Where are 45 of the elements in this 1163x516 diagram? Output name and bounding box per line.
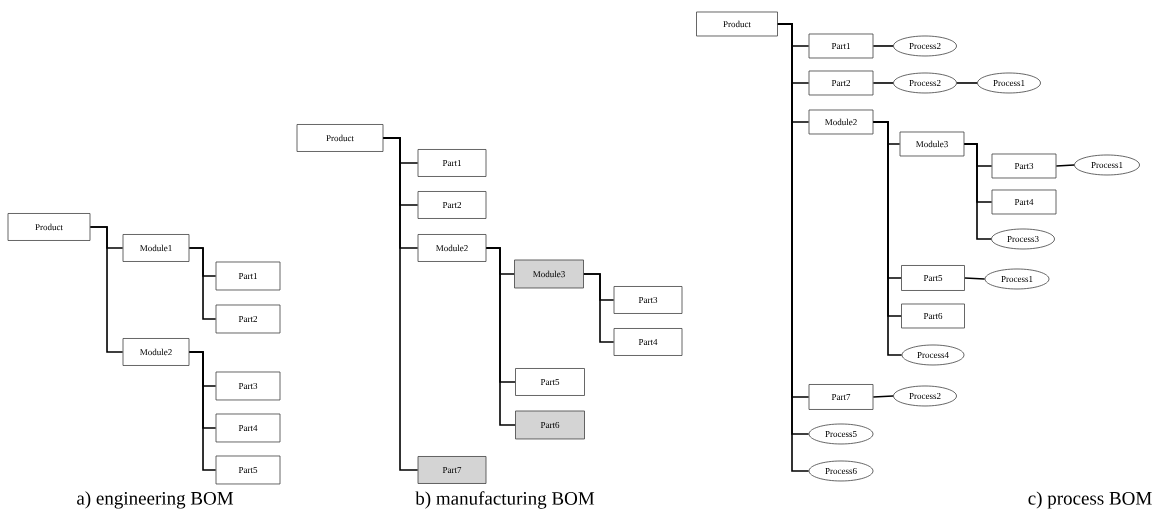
connector-line xyxy=(964,277,986,280)
connector-line xyxy=(89,226,124,353)
connector-line xyxy=(872,121,903,356)
item-box: Part6 xyxy=(901,303,965,329)
item-box: Module3 xyxy=(514,259,584,289)
connector-line xyxy=(872,395,894,398)
item-box: Product xyxy=(296,124,384,152)
item-box: Part2 xyxy=(215,304,281,334)
connector-line xyxy=(963,143,992,240)
connector-line xyxy=(583,273,615,343)
connector-line xyxy=(872,45,894,47)
item-box: Part3 xyxy=(215,371,281,401)
item-box: Part7 xyxy=(417,456,487,484)
item-box: Module2 xyxy=(417,234,487,262)
item-box: Part1 xyxy=(808,33,874,59)
item-box: Part4 xyxy=(215,413,281,443)
item-box: Part3 xyxy=(991,153,1057,179)
connector-line xyxy=(956,82,978,84)
item-box: Module2 xyxy=(122,338,190,366)
item-box: Product xyxy=(7,213,91,241)
item-box: Part4 xyxy=(991,189,1057,215)
item-box: Part3 xyxy=(613,286,683,314)
item-box: Module2 xyxy=(808,109,874,135)
item-box: Part4 xyxy=(613,328,683,356)
caption: b) manufacturing BOM xyxy=(415,491,595,509)
item-box: Part2 xyxy=(808,70,874,96)
caption: c) process BOM xyxy=(1028,491,1152,509)
item-box: Module1 xyxy=(122,234,190,262)
connector-line xyxy=(188,247,217,320)
item-box: Part5 xyxy=(215,455,281,485)
connector-line xyxy=(872,82,894,84)
item-box: Part1 xyxy=(417,149,487,177)
item-box: Part1 xyxy=(215,261,281,291)
connector-line xyxy=(188,351,217,471)
connector-line xyxy=(1055,164,1075,167)
item-box: Part6 xyxy=(515,410,585,440)
connector-line xyxy=(382,137,419,471)
item-box: Product xyxy=(696,11,778,37)
item-box: Part7 xyxy=(808,384,874,410)
item-box: Part2 xyxy=(417,191,487,219)
connector-line xyxy=(485,247,516,426)
item-box: Module3 xyxy=(899,131,965,157)
item-box: Part5 xyxy=(901,265,965,291)
caption: a) engineering BOM xyxy=(77,491,234,509)
item-box: Part5 xyxy=(515,368,585,396)
